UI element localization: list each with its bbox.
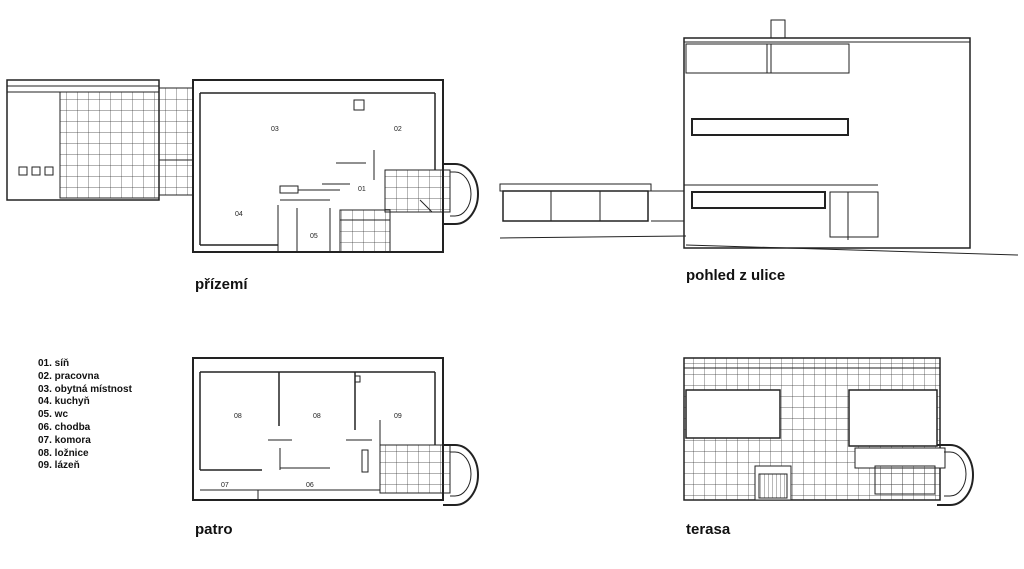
room-number-09: 09	[394, 413, 402, 420]
terrace-title: terasa	[686, 521, 731, 538]
room-number-06: 06	[306, 482, 314, 489]
room-number-08-middle: 08	[313, 413, 321, 420]
ground-floor-title: přízemí	[195, 276, 248, 293]
room-number-05: 05	[310, 233, 318, 240]
street-view-title: pohled z ulice	[686, 267, 786, 284]
upper-floor-plan	[192, 357, 479, 506]
upper-floor-room-numbers: 06 07 08 08 09	[221, 413, 402, 489]
room-number-01: 01	[358, 186, 366, 193]
room-number-04: 04	[235, 211, 243, 218]
ground-floor-plan	[6, 79, 479, 253]
upper-floor-title: patro	[195, 521, 233, 538]
room-legend: 01. síň 02. pracovna 03. obytná místnost…	[38, 358, 132, 473]
legend-item-01: 01. síň	[38, 358, 70, 369]
ground-floor-room-numbers: 01 02 03 04 05	[235, 126, 402, 240]
legend-item-04: 04. kuchyň	[38, 396, 90, 408]
legend-item-03: 03. obytná místnost	[38, 383, 132, 395]
room-number-03: 03	[271, 126, 279, 133]
terrace-plan	[683, 357, 974, 506]
room-number-07: 07	[221, 482, 229, 489]
legend-item-05: 05. wc	[38, 409, 69, 421]
street-elevation	[499, 19, 1019, 256]
room-number-02: 02	[394, 126, 402, 133]
legend-item-07: 07. komora	[38, 434, 91, 446]
legend-item-02: 02. pracovna	[38, 370, 100, 382]
legend-item-06: 06. chodba	[38, 421, 91, 433]
legend-item-09: 09. lázeň	[38, 460, 80, 472]
room-number-08-left: 08	[234, 413, 242, 420]
legend-item-08: 08. ložnice	[38, 447, 89, 459]
